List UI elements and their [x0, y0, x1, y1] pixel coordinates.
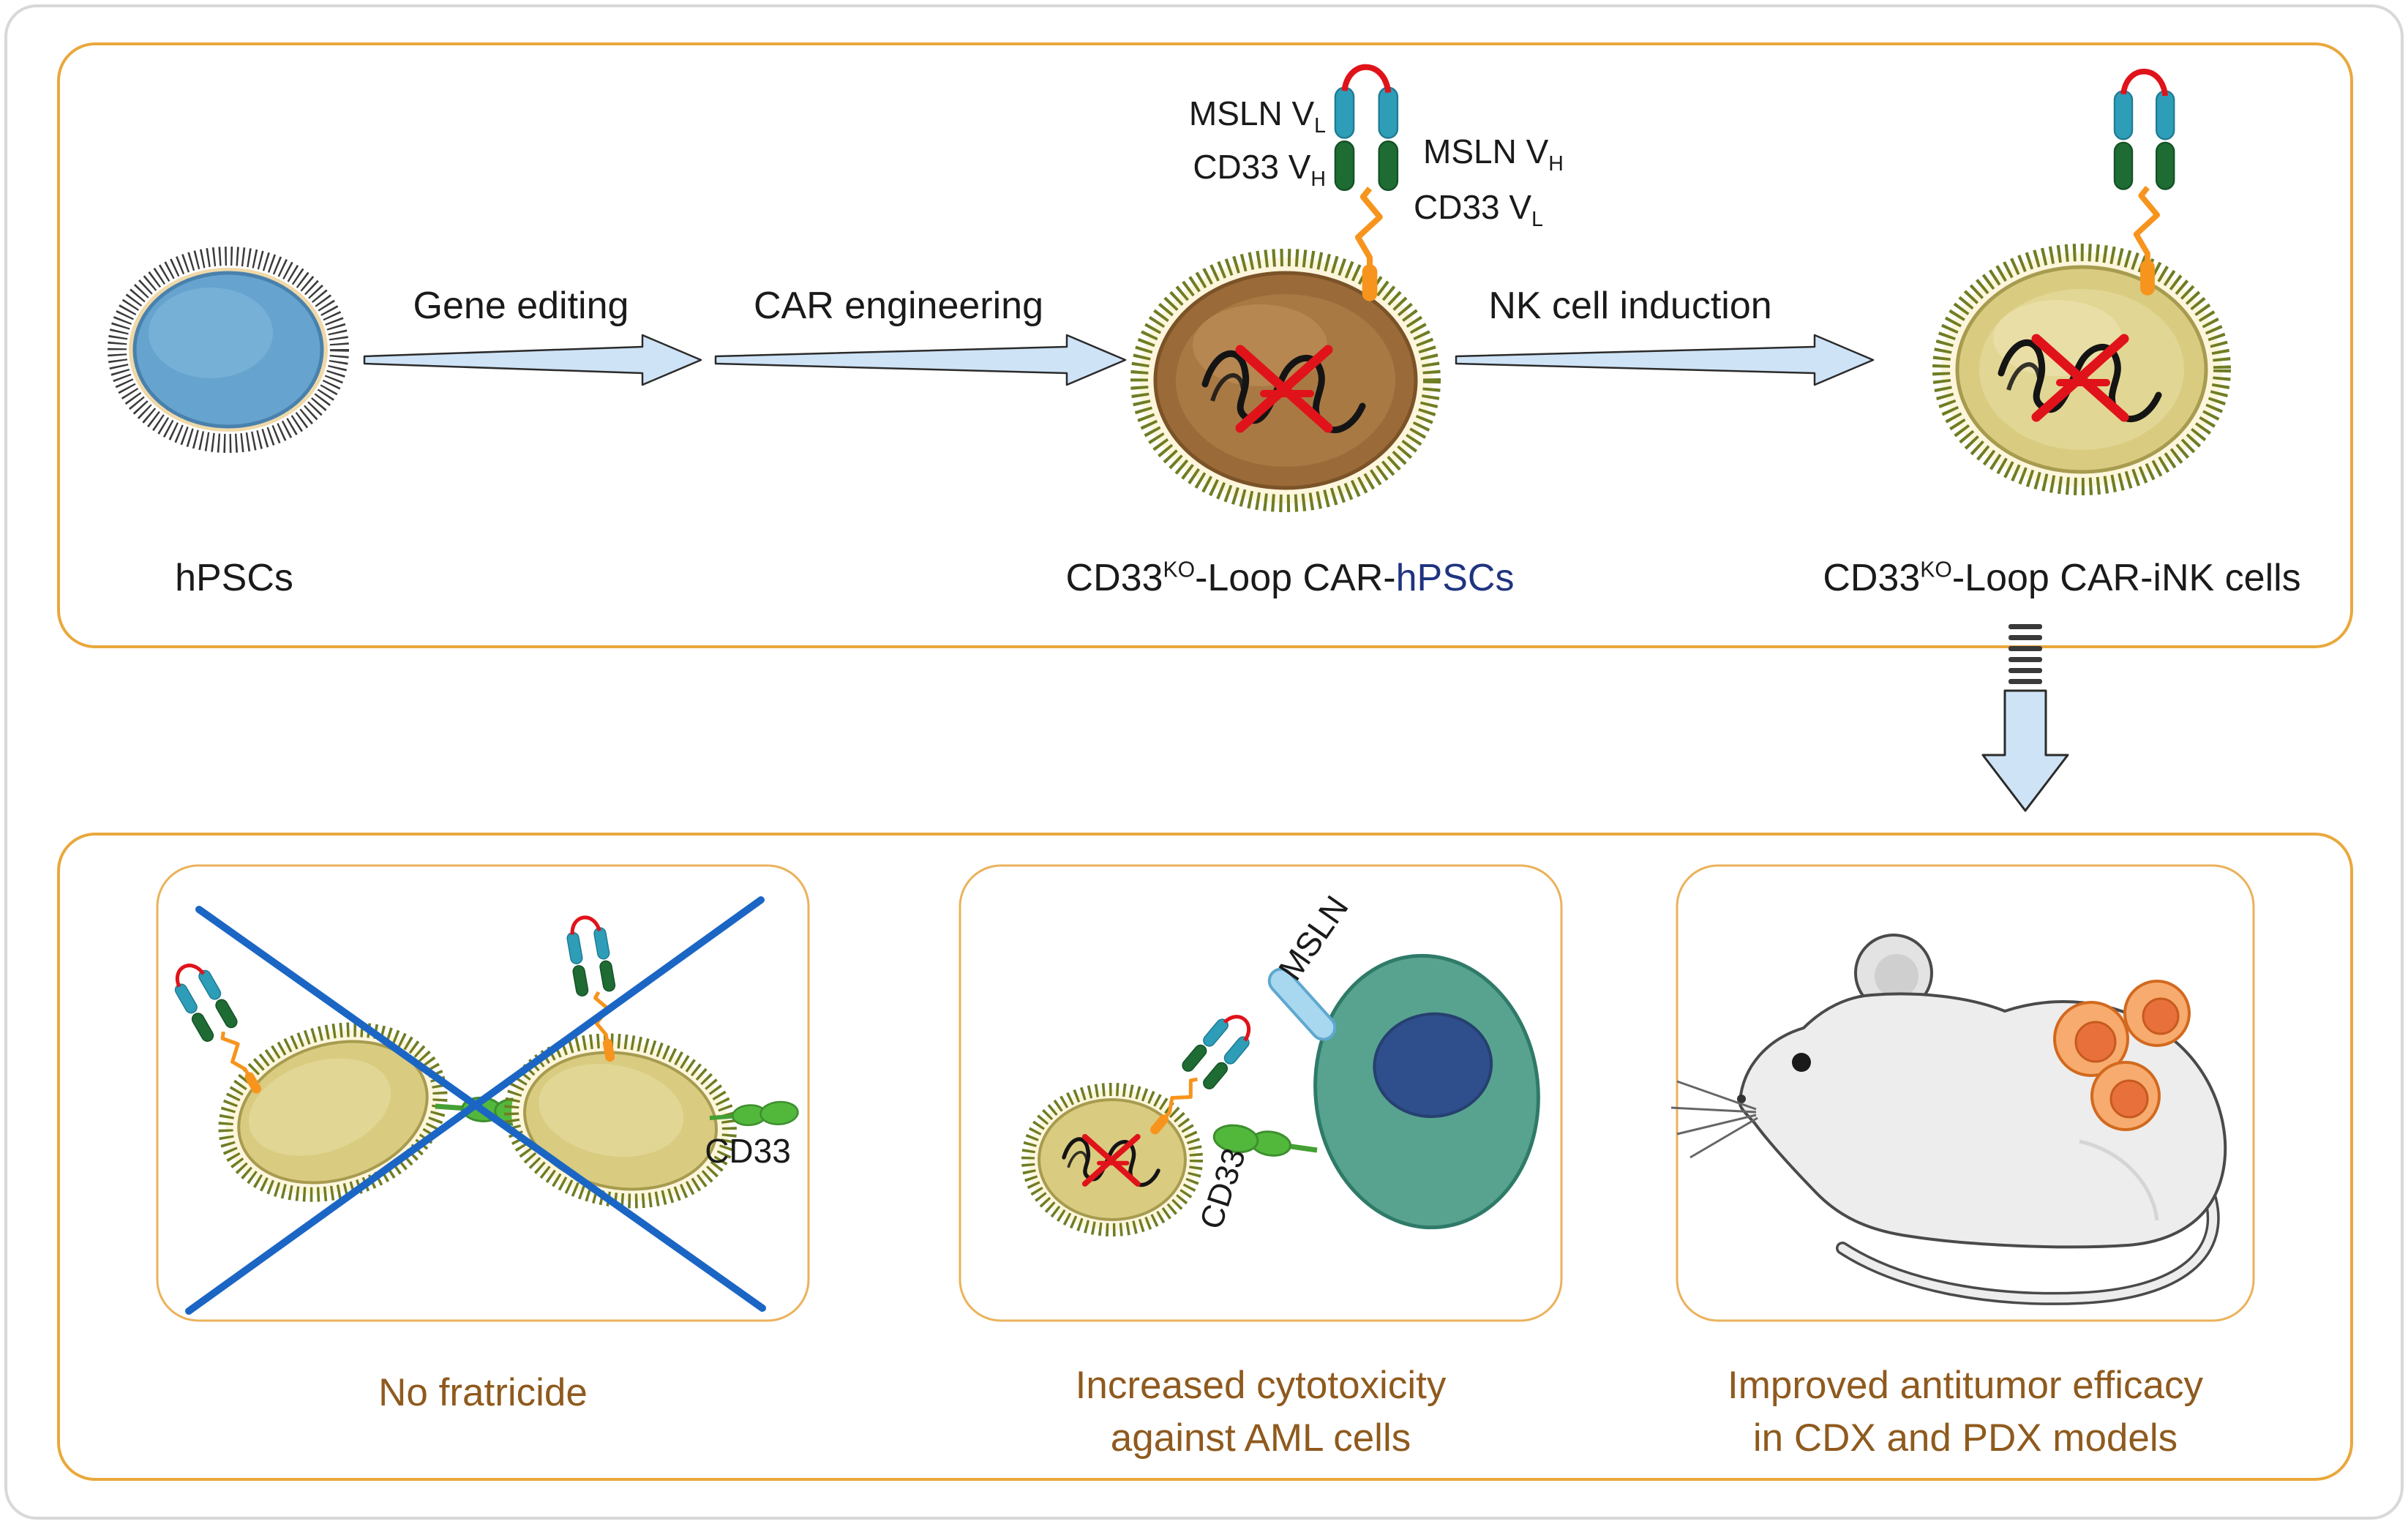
blue-cross — [185, 896, 766, 1315]
dashed-connector — [2008, 624, 2042, 684]
hpsc-cell — [108, 247, 349, 453]
car-ink-label: CD33KO-Loop CAR-iNK cells — [1823, 557, 2301, 599]
mouse-eye — [1792, 1053, 1811, 1072]
mouse-nose — [1737, 1095, 1746, 1103]
ink-cell-small — [1021, 1007, 1259, 1236]
mouse-illustration — [1670, 934, 2227, 1305]
arrow-car-engineering — [714, 334, 1127, 386]
fratricide-cell-left — [167, 957, 540, 1202]
car-ink-cell — [1932, 244, 2231, 495]
arrow-label-nk-induction: NK cell induction — [1488, 285, 1772, 327]
mouse-whiskers — [1670, 1080, 1758, 1159]
msln-vl-label: MSLN VL — [1188, 94, 1326, 138]
panel2-caption-line1: Increased cytotoxicity — [1075, 1364, 1447, 1407]
msln-antigen — [1267, 967, 1337, 1041]
arrow-label-car-engineering: CAR engineering — [753, 285, 1044, 327]
cd33-label-panel1: CD33 — [705, 1132, 791, 1170]
car-hpsc-cell — [1130, 249, 1441, 512]
cd33-vl-label: CD33 VL — [1414, 188, 1543, 232]
hpsc-label: hPSCs — [175, 557, 293, 599]
arrow-label-gene-editing: Gene editing — [413, 285, 629, 327]
tumor-cells — [2053, 980, 2191, 1131]
car-hpsc-label: CD33KO-Loop CAR-hPSCs — [1065, 557, 1515, 599]
panel3-caption-line2: in CDX and PDX models — [1752, 1416, 2178, 1460]
panel2-caption-line2: against AML cells — [1110, 1416, 1411, 1460]
panel3-caption-line1: Improved antitumor efficacy — [1727, 1364, 2204, 1407]
down-arrow — [1981, 689, 2069, 812]
msln-vh-label: MSLN VH — [1423, 132, 1564, 176]
cd33-vh-label: CD33 VH — [1193, 148, 1326, 192]
arrow-nk-induction — [1455, 334, 1875, 386]
panel1-caption: No fratricide — [378, 1371, 588, 1414]
fratricide-cell-right — [504, 915, 799, 1209]
aml-cell — [1313, 953, 1540, 1230]
arrow-gene-editing — [363, 334, 702, 386]
